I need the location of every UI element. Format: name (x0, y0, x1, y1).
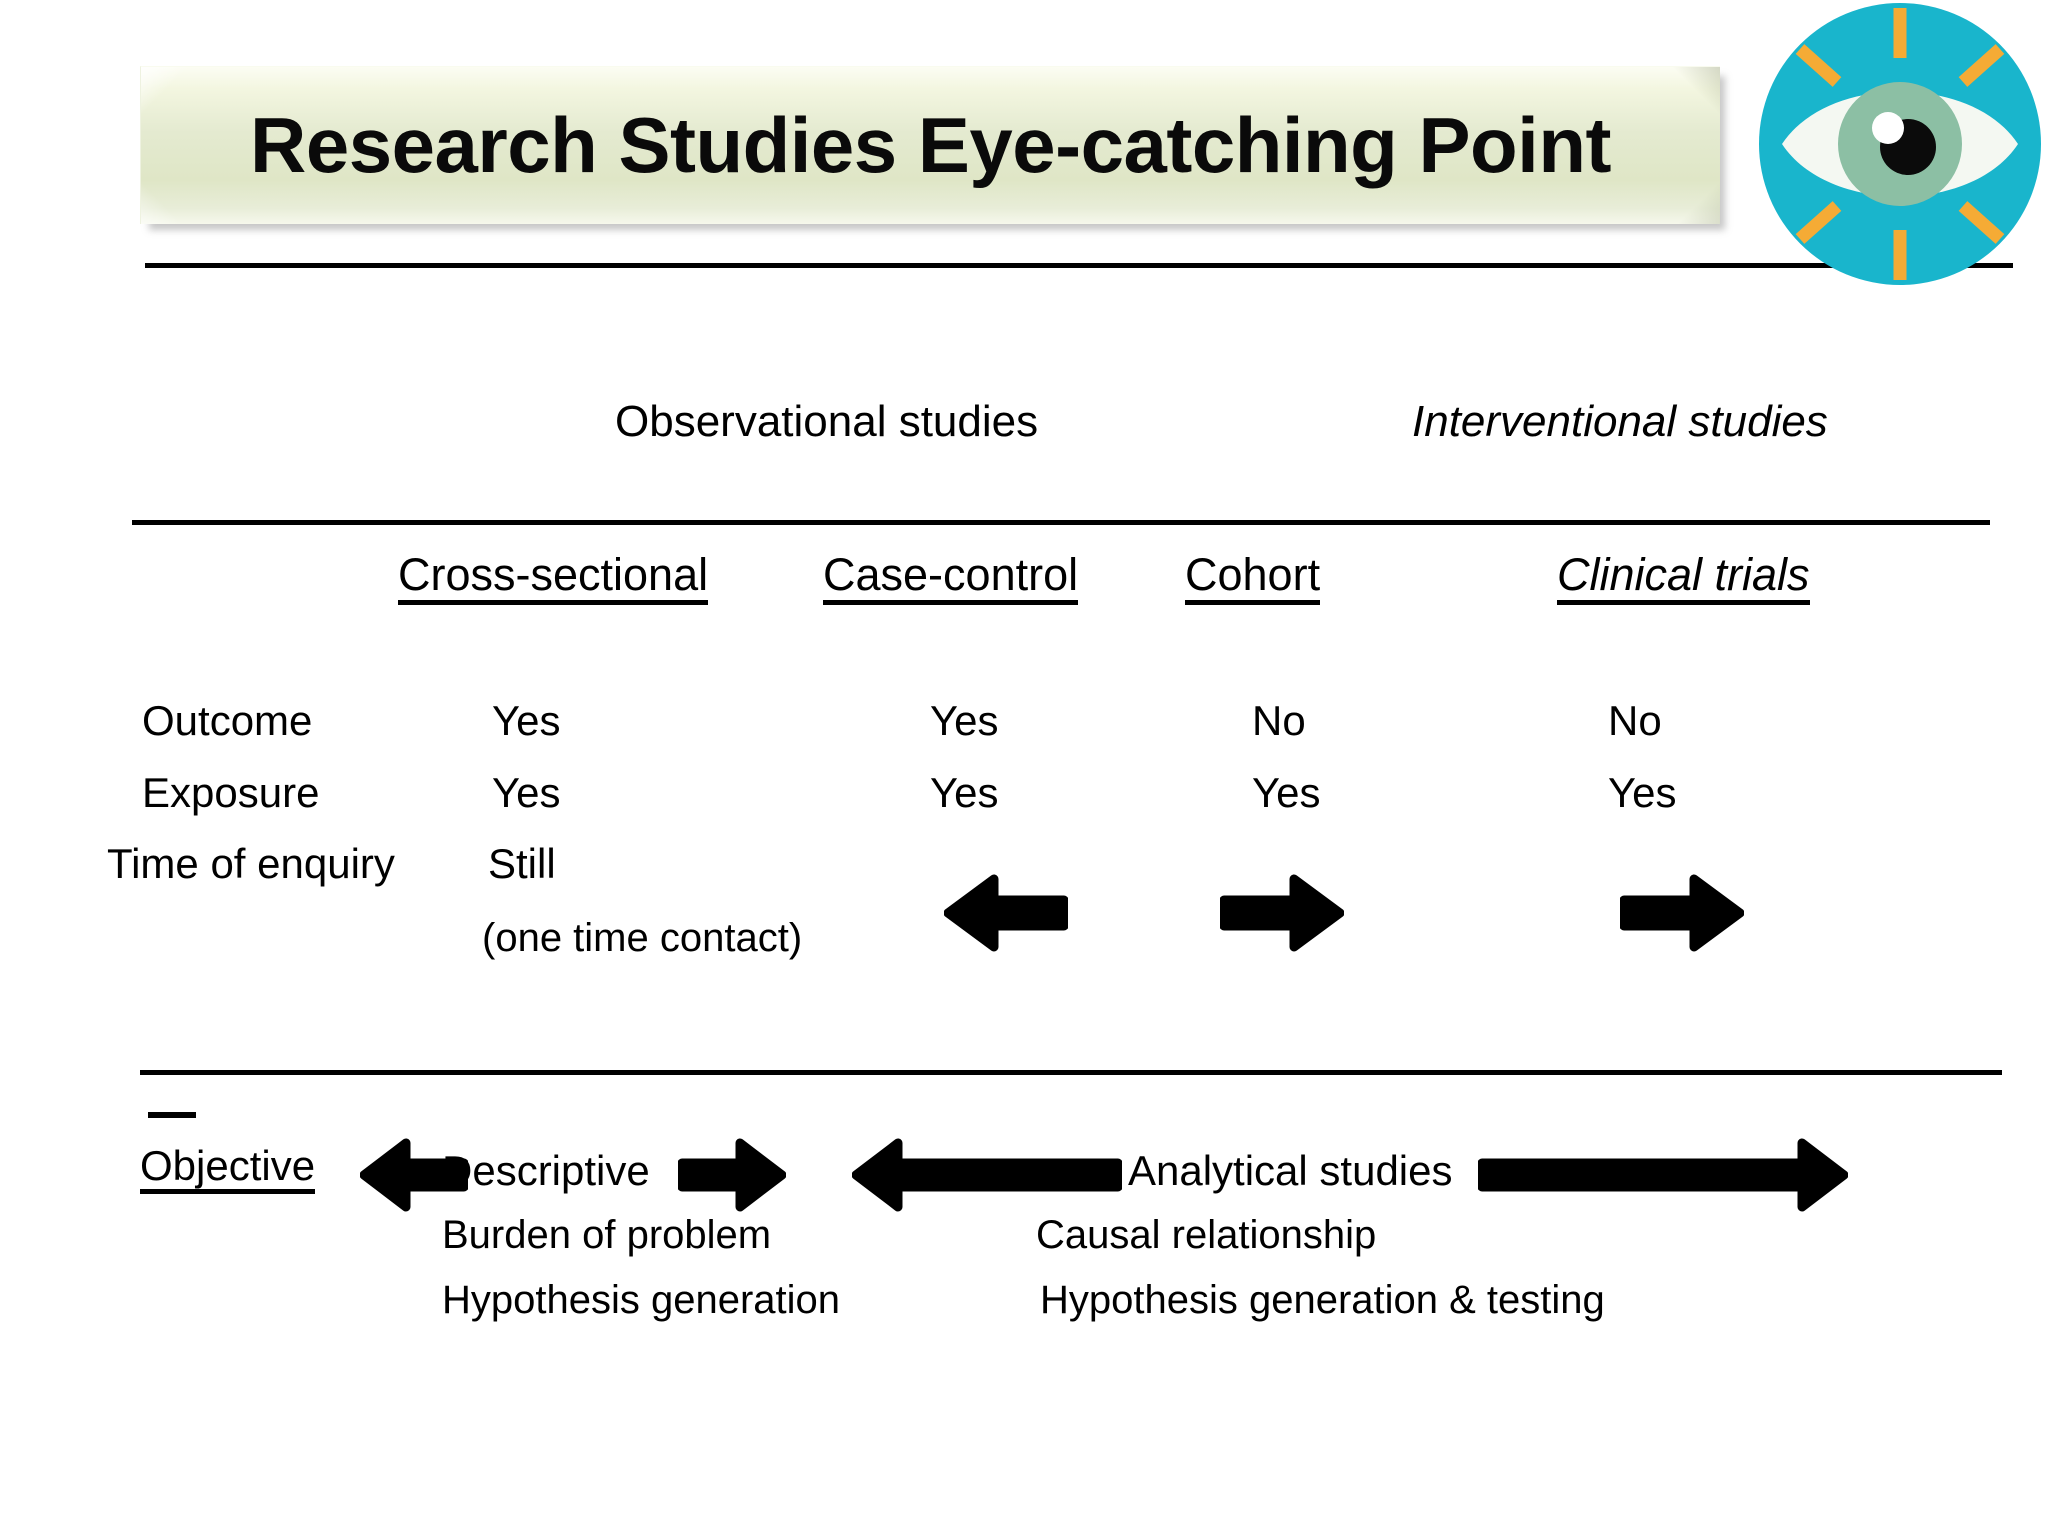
descriptive-heading: Descriptive (442, 1147, 650, 1194)
objective-label: Objective (140, 1145, 316, 1194)
column-header-clinical-trials: Clinical trials (1557, 552, 1810, 605)
column-header-case-control: Case-control (823, 552, 1079, 605)
arrow-left-icon-analytical (851, 1137, 1123, 1218)
arrow-left-icon-descriptive (359, 1137, 469, 1218)
objective-overline-mark (148, 1112, 196, 1118)
descriptive-point-2: Hypothesis generation (442, 1278, 841, 1322)
time-of-enquiry-note: (one time contact) (482, 916, 803, 960)
divider-top (145, 263, 2013, 268)
table-cell-exposure-clinical-trials: Yes (1608, 769, 1677, 816)
arrow-right-icon-analytical (1477, 1137, 1849, 1218)
arrow-right-icon-cohort (1219, 872, 1345, 959)
title-banner: Research Studies Eye-catching Point (140, 66, 1720, 224)
table-cell-outcome-case-control: Yes (930, 697, 999, 744)
analytical-heading: Analytical studies (1128, 1147, 1453, 1194)
table-cell-outcome-clinical-trials: No (1608, 697, 1662, 744)
divider-bottom (140, 1070, 2002, 1075)
row-label-outcome: Outcome (142, 697, 313, 744)
group-header-observational: Observational studies (615, 397, 1039, 446)
analytical-point-2: Hypothesis generation & testing (1040, 1278, 1605, 1322)
arrow-right-icon-clinical-trials (1619, 872, 1745, 959)
arrow-left-icon-case-control (943, 872, 1069, 959)
analytical-point-1: Causal relationship (1036, 1213, 1377, 1257)
group-header-interventional: Interventional studies (1412, 397, 1828, 446)
table-cell-exposure-case-control: Yes (930, 769, 999, 816)
arrow-right-icon-descriptive (677, 1137, 787, 1218)
table-cell-exposure-cohort: Yes (1252, 769, 1321, 816)
table-cell-outcome-cross-sectional: Yes (492, 697, 561, 744)
eye-icon (1758, 2, 2042, 286)
row-label-time-of-enquiry: Time of enquiry (107, 840, 395, 887)
column-header-cohort: Cohort (1185, 552, 1321, 605)
table-cell-outcome-cohort: No (1252, 697, 1306, 744)
divider-middle (132, 520, 1990, 525)
row-label-exposure: Exposure (142, 769, 320, 816)
column-header-cross-sectional: Cross-sectional (398, 552, 709, 605)
page-title: Research Studies Eye-catching Point (250, 101, 1611, 189)
table-cell-time-cross-sectional: Still (488, 840, 556, 887)
descriptive-point-1: Burden of problem (442, 1213, 772, 1257)
table-cell-exposure-cross-sectional: Yes (492, 769, 561, 816)
